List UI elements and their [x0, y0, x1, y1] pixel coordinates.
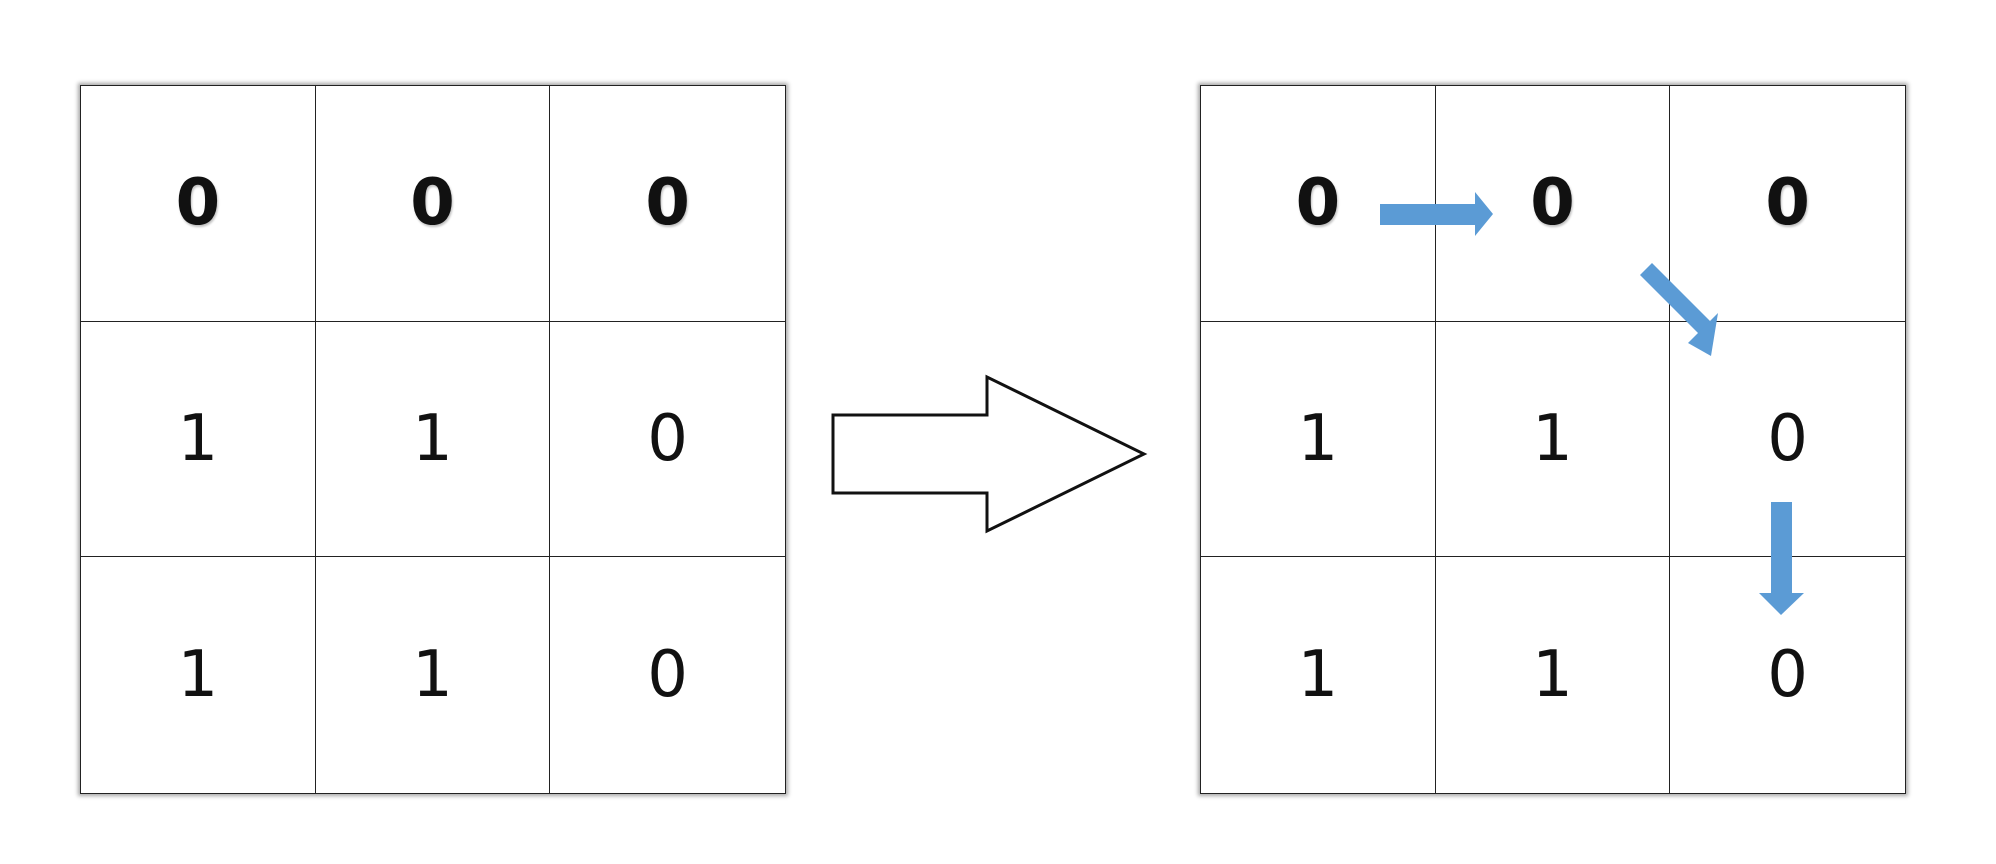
right-cell-r3c3: 0: [1670, 557, 1905, 793]
right-arrow-outline-icon: [831, 374, 1148, 534]
left-cell-r2c3: 0: [550, 322, 785, 558]
left-cell-r3c1: 1: [81, 557, 316, 793]
cell-value: 0: [1767, 638, 1809, 713]
left-cell-r3c3: 0: [550, 557, 785, 793]
right-cell-r3c1: 1: [1201, 557, 1436, 793]
left-cell-r2c1: 1: [81, 321, 316, 558]
right-grid: 0 0 0 1 1 0 1 1 0: [1200, 85, 1906, 794]
right-cell-r1c1: 0: [1201, 86, 1436, 322]
right-cell-r2c2: 1: [1435, 321, 1671, 558]
cell-value: 1: [177, 401, 219, 476]
cell-value: 0: [1765, 166, 1810, 241]
cell-value: 0: [1530, 166, 1575, 241]
left-cell-r1c1: 0: [81, 86, 316, 322]
right-cell-r1c2: 0: [1435, 86, 1671, 322]
cell-value: 0: [647, 401, 689, 476]
left-cell-r2c2: 1: [315, 321, 551, 558]
left-cell-r1c3: 0: [550, 86, 785, 322]
cell-value: 1: [1297, 401, 1339, 476]
cell-value: 0: [1767, 401, 1809, 476]
cell-value: 0: [647, 638, 689, 713]
left-cell-r1c2: 0: [315, 86, 551, 322]
cell-value: 1: [412, 638, 453, 713]
left-cell-r3c2: 1: [316, 557, 551, 793]
cell-value: 0: [645, 166, 690, 241]
right-cell-r2c3: 0: [1670, 322, 1905, 558]
cell-value: 0: [410, 166, 455, 241]
cell-value: 1: [412, 401, 453, 476]
right-cell-r1c3: 0: [1670, 86, 1905, 322]
cell-value: 1: [1532, 638, 1573, 713]
right-cell-r2c1: 1: [1201, 321, 1436, 558]
right-cell-r3c2: 1: [1436, 557, 1671, 793]
cell-value: 1: [1532, 401, 1573, 476]
cell-value: 0: [175, 166, 221, 241]
left-grid: 0 0 0 1 1 0 1 1 0: [80, 85, 786, 794]
cell-value: 0: [1295, 166, 1341, 241]
cell-value: 1: [177, 638, 219, 713]
cell-value: 1: [1297, 638, 1339, 713]
